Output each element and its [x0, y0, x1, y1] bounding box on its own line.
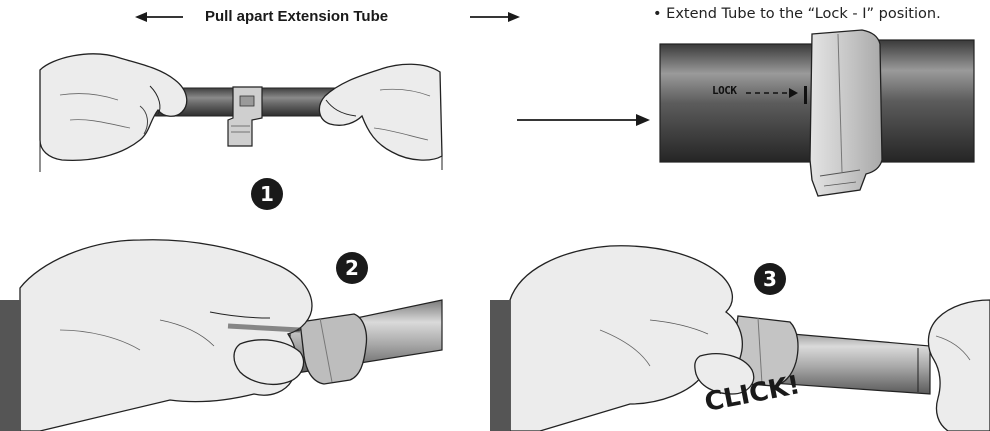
- step-number-3: 3: [754, 263, 786, 295]
- lock-marking-label: LOCK: [712, 84, 737, 97]
- step-number-2: 2: [336, 252, 368, 284]
- pull-left-arrow: [135, 12, 183, 22]
- pull-right-arrow: [470, 12, 520, 22]
- panel-2-push-collar: [0, 239, 443, 431]
- panel-1-pull-apart: [39, 53, 443, 172]
- step-number-1: 1: [251, 178, 283, 210]
- panel-3-click-lock: [490, 245, 990, 431]
- pull-apart-label: Pull apart Extension Tube: [205, 8, 389, 25]
- detail-arrow: [517, 114, 650, 126]
- extend-tube-note: • Extend Tube to the “Lock - I” position…: [653, 6, 941, 22]
- detail-lock-view: [659, 29, 975, 197]
